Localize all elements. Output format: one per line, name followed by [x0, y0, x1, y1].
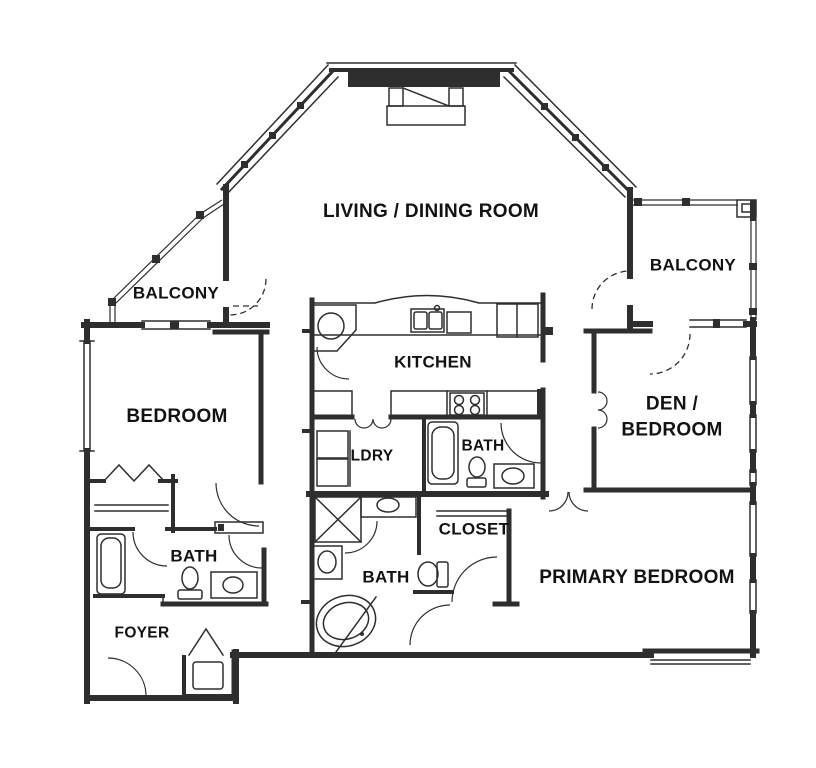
left-balcony-railing — [108, 199, 225, 322]
room-label-living-dining: LIVING / DINING ROOM — [322, 201, 540, 223]
room-label-bath-left: BATH — [170, 546, 218, 566]
window-mullions — [241, 102, 609, 171]
room-label-balcony-left: BALCONY — [132, 283, 220, 303]
den-label-line2: BEDROOM — [621, 419, 723, 440]
bathtub — [427, 421, 459, 485]
room-label-balcony-right: BALCONY — [649, 255, 737, 275]
middle-bath-fixtures — [427, 421, 535, 489]
kitchen-sink — [410, 308, 445, 333]
room-label-kitchen: KITCHEN — [394, 352, 472, 372]
soaking-tub — [315, 594, 377, 648]
fireplace — [348, 72, 500, 126]
room-label-foyer: FOYER — [114, 624, 170, 642]
second-sink — [311, 545, 343, 580]
toilet — [468, 456, 486, 478]
washer-dryer — [316, 430, 351, 487]
vanity-sink — [360, 496, 417, 518]
room-label-primary-bedroom: PRIMARY BEDROOM — [539, 567, 735, 589]
toilet — [417, 561, 439, 587]
vanity-sink — [210, 571, 258, 599]
dishwasher — [446, 311, 472, 334]
room-label-bath-middle: BATH — [461, 437, 505, 455]
room-label-laundry: LDRY — [350, 447, 394, 465]
primary-bath-fixtures — [311, 495, 449, 654]
corner-pantry — [312, 304, 357, 352]
cooktop — [449, 392, 485, 416]
right-balcony — [632, 198, 757, 328]
shower — [313, 495, 363, 544]
room-label-den-bedroom: DEN / BEDROOM — [621, 391, 722, 442]
room-label-bath-primary: BATH — [362, 567, 410, 587]
vanity-sink — [493, 463, 535, 489]
den-label-line1: DEN / — [645, 393, 699, 415]
exterior-walls — [79, 62, 760, 704]
toilet — [181, 566, 199, 590]
left-bath-fixtures — [96, 533, 258, 600]
doors — [107, 270, 691, 697]
kitchen-fixtures — [312, 294, 553, 418]
room-label-bedroom: BEDROOM — [126, 406, 228, 428]
room-label-closet-primary: CLOSET — [438, 519, 510, 539]
bathtub — [96, 533, 126, 595]
